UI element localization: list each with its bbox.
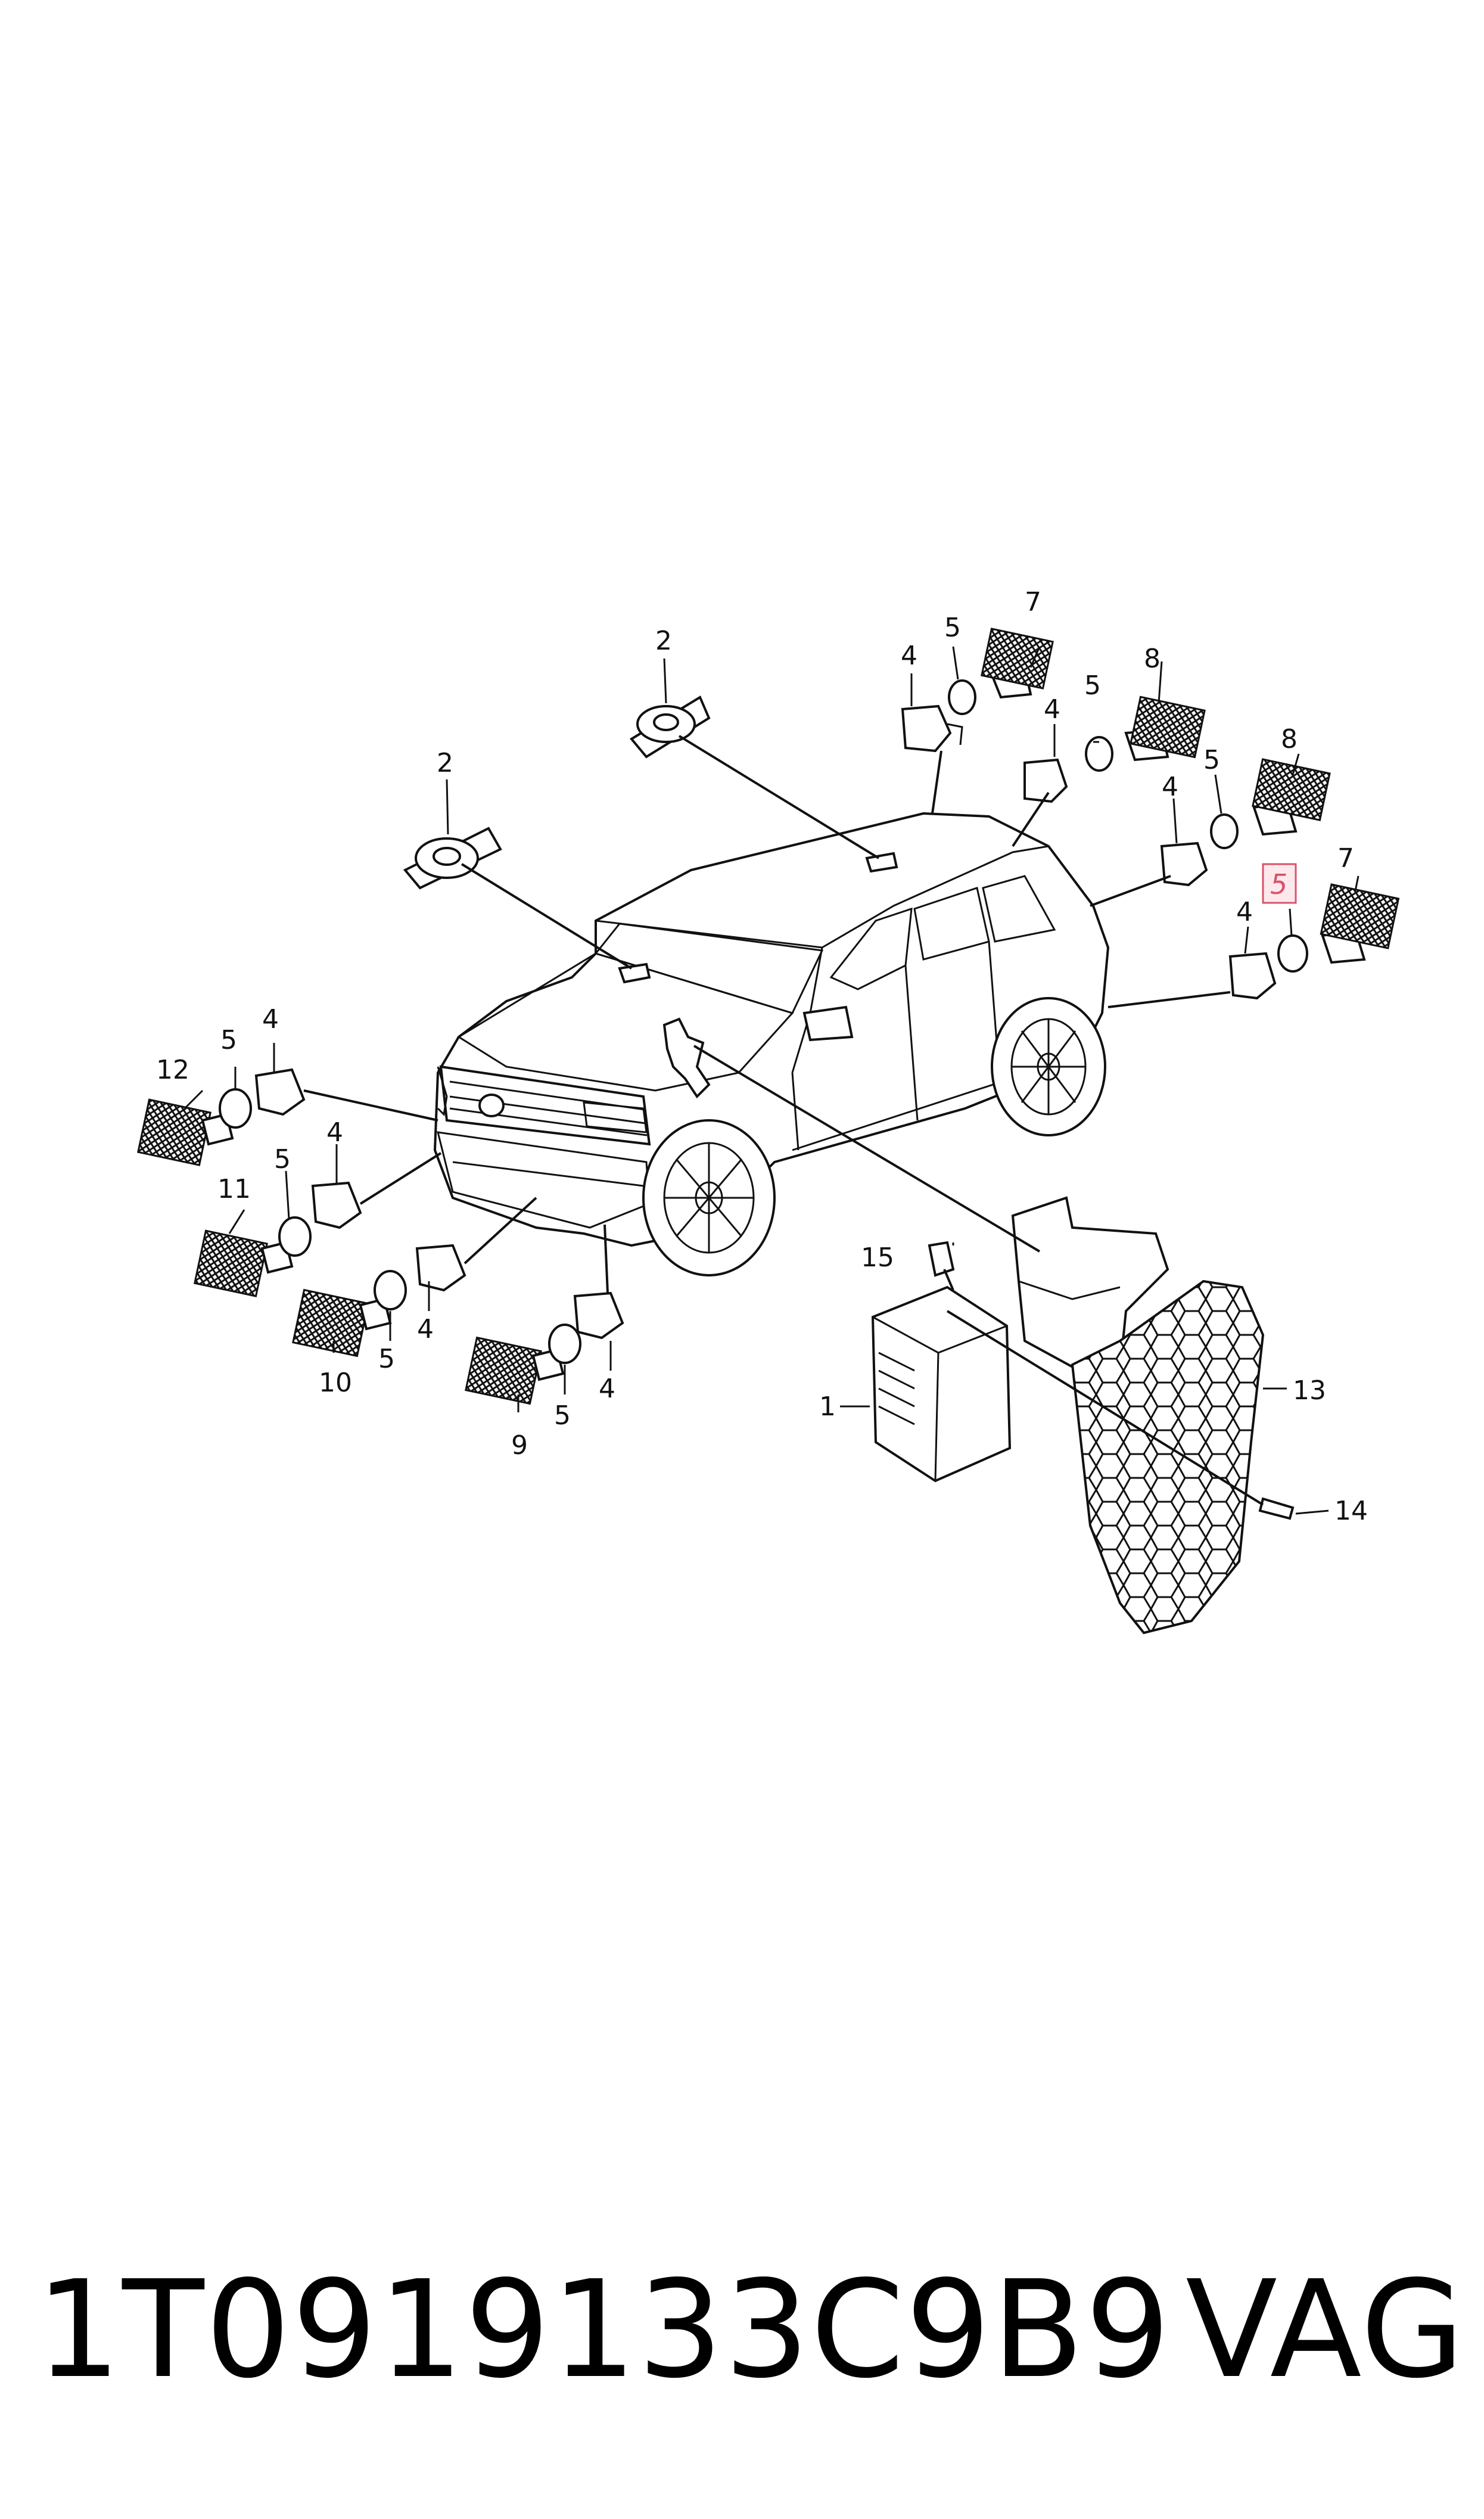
callout-12[interactable]: 12	[156, 1055, 189, 1085]
front-sensor-cluster	[137, 1068, 624, 1405]
callout-13[interactable]: 13	[1293, 1375, 1326, 1406]
callout-4[interactable]: 4	[262, 1004, 279, 1035]
callout-11[interactable]: 11	[217, 1174, 251, 1204]
callout-7[interactable]: 7	[1025, 587, 1041, 617]
callout-2-left[interactable]: 2	[437, 748, 453, 778]
callout-5[interactable]: 5	[1084, 670, 1101, 701]
callout-5[interactable]: 5	[944, 613, 961, 643]
callout-4[interactable]: 4	[1236, 897, 1253, 927]
callout-5-highlighted[interactable]: 5	[1270, 868, 1287, 900]
callout-4[interactable]: 4	[1162, 772, 1178, 802]
highlight-box	[1262, 863, 1297, 904]
part-2-upper	[629, 695, 711, 759]
callout-10[interactable]: 10	[319, 1368, 352, 1398]
part-number: 1T0919133C9B9	[36, 2252, 1172, 2408]
callout-5[interactable]: 5	[274, 1144, 291, 1175]
leader-2-left	[461, 863, 633, 970]
callout-1[interactable]: 1	[819, 1391, 836, 1422]
callout-8[interactable]: 8	[1144, 644, 1161, 674]
callout-14[interactable]: 14	[1334, 1496, 1368, 1526]
rear-sensor-cluster	[901, 628, 1400, 1008]
callout-4[interactable]: 4	[326, 1117, 343, 1148]
callout-2-upper[interactable]: 2	[655, 626, 672, 656]
callout-15[interactable]: 15	[861, 1243, 894, 1273]
callout-7[interactable]: 7	[1337, 843, 1354, 874]
callout-4[interactable]: 4	[599, 1374, 615, 1404]
part-2-left	[403, 827, 502, 890]
callout-4[interactable]: 4	[417, 1314, 434, 1344]
leader-2-upper	[678, 735, 880, 859]
callout-4[interactable]: 4	[901, 641, 917, 671]
callout-4[interactable]: 4	[1044, 694, 1060, 725]
callout-9[interactable]: 9	[511, 1430, 528, 1461]
callout-8[interactable]: 8	[1281, 724, 1298, 754]
vehicle-outline	[433, 812, 1110, 1276]
control-unit-assembly	[693, 1045, 1295, 1635]
callout-5[interactable]: 5	[1203, 745, 1220, 775]
callout-5[interactable]: 5	[554, 1400, 571, 1431]
callout-leaders	[183, 646, 1359, 1515]
callout-labels: 2 2 4 5 7 8 4 5 8 4 5 4 5 7 12 5 4 11 5 …	[156, 587, 1368, 1526]
footer: 1T0919133C9B9 VAG	[36, 2252, 1466, 2408]
brand-label: VAG	[1186, 2252, 1466, 2408]
callout-5[interactable]: 5	[378, 1344, 395, 1374]
callout-5[interactable]: 5	[220, 1025, 237, 1055]
